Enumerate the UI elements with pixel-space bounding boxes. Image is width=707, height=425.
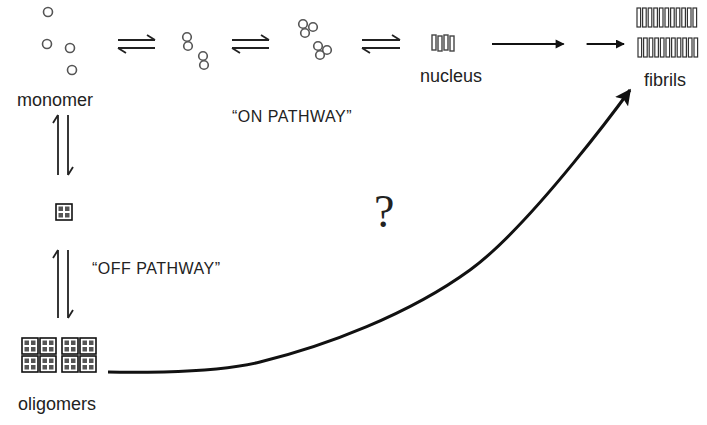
illustration-part [432, 35, 436, 50]
illustration-part [309, 23, 318, 32]
illustration-part [118, 48, 155, 53]
illustration-part [68, 115, 73, 175]
illustration-part [677, 38, 681, 57]
illustration-part [40, 338, 56, 354]
illustration-part [299, 20, 308, 29]
monomer-icon [43, 8, 77, 75]
illustration-part [655, 38, 659, 57]
illustration-part [22, 338, 38, 354]
illustration-part [644, 38, 648, 57]
trimer-icon [299, 20, 332, 60]
species-label: monomer [17, 90, 93, 110]
illustration-part [80, 338, 96, 354]
dimer-icon [183, 33, 209, 70]
illustration-part [637, 8, 641, 27]
illustration-part [22, 356, 38, 372]
illustration-part [232, 48, 269, 53]
illustration-part [53, 250, 58, 318]
species-label: fibrils [644, 70, 686, 90]
illustration-part [444, 35, 448, 50]
illustration-part [682, 8, 686, 27]
illustration-part [693, 8, 697, 27]
illustration-part [654, 8, 658, 27]
illustration-part [659, 8, 663, 27]
nucleus-icon [432, 35, 454, 51]
species-label: oligomers [18, 394, 96, 414]
illustration-part [648, 8, 652, 27]
illustration-part [672, 38, 676, 57]
illustration-part [80, 356, 96, 372]
illustration-part [62, 356, 78, 372]
fibril-icon [637, 8, 698, 57]
illustration-part [53, 115, 58, 175]
illustration-part [665, 8, 669, 27]
pathway-arrow [108, 90, 630, 372]
illustration-part [649, 38, 653, 57]
illustration-part [232, 35, 269, 40]
species-node: nucleus [410, 28, 492, 86]
illustration-part [200, 61, 209, 70]
illustration-part [301, 29, 310, 38]
illustration-part [362, 35, 400, 40]
illustration-part [671, 8, 675, 27]
illustration-part [184, 42, 193, 51]
species-label: nucleus [420, 66, 482, 86]
illustration-part [316, 51, 325, 60]
pathway-label: “ON PATHWAY” [232, 108, 352, 126]
illustration-part [43, 40, 52, 49]
illustration-part [683, 38, 687, 57]
tetramer-icon [56, 204, 72, 220]
species-node: fibrils [626, 4, 704, 90]
illustration-part [688, 38, 692, 57]
illustration-part [199, 52, 208, 61]
illustration-part [62, 338, 78, 354]
illustration-part [44, 8, 53, 17]
illustration-part [438, 36, 442, 51]
illustration-part [40, 356, 56, 372]
question-mark: ? [374, 186, 394, 238]
illustration-part [362, 48, 400, 53]
illustration-part [676, 8, 680, 27]
equilibrium-arrows [53, 35, 400, 318]
illustration-part [118, 35, 155, 40]
illustration-part [694, 38, 698, 57]
pathway-label: “OFF PATHWAY” [92, 260, 221, 278]
illustration-part [638, 38, 642, 57]
arrow-head [556, 40, 565, 49]
species-node: monomer [10, 4, 100, 110]
illustration-part [66, 44, 75, 53]
illustration-part [643, 8, 647, 27]
illustration-part [68, 66, 77, 75]
species-node: oligomers [4, 334, 110, 414]
illustration-part [450, 36, 454, 51]
illustration-part [660, 38, 664, 57]
illustration-part [687, 8, 691, 27]
illustration-part [666, 38, 670, 57]
oligomer-icon [22, 338, 96, 372]
illustration-part [183, 33, 192, 42]
illustration-part [68, 250, 73, 318]
illustration-part [314, 42, 323, 51]
